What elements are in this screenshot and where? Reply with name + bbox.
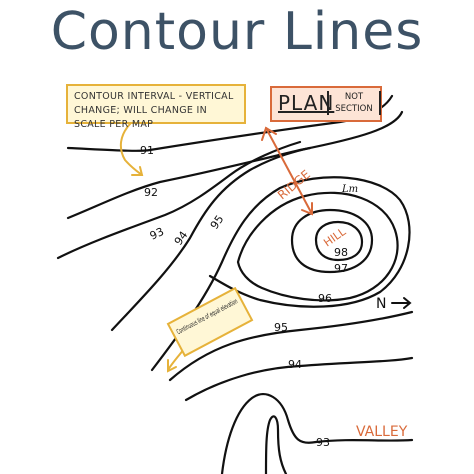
contour-line-97 [290,208,374,274]
contour-label-94-lower: 94 [288,358,302,371]
contour-line-94-lower [184,356,414,402]
not-section-label: NOT SECTION [327,91,381,115]
contour-line-95-upper [150,176,411,372]
page-title: Contour Lines [50,2,424,62]
contour-label-93-lower: 93 [316,436,330,449]
contour-label-92: 92 [144,186,158,199]
contour-label-95-lower: 95 [274,321,288,334]
contour-line-93-upper [56,140,302,260]
continuous-note-group: Continuous line of equal elevation [166,286,254,358]
north-arrow [391,297,412,309]
contour-label-96: 96 [318,292,332,305]
ridge-label: RIDGE [275,167,313,202]
contour-line-93-valley [220,393,414,474]
signature: Lm [341,184,358,195]
contour-label-93-upper: 93 [148,225,166,243]
ridge-arrow [265,127,313,215]
contour-line-92 [66,110,404,220]
plan-label: PLAN [278,91,335,115]
valley-label: VALLEY [356,424,408,440]
contour-line-98 [314,220,364,262]
contour-line-96 [236,191,399,302]
contour-label-95-upper: 95 [208,213,227,232]
contour-label-94-upper: 94 [172,229,191,248]
contour-label-98: 98 [334,246,348,259]
plan-box: PLAN NOT SECTION [270,86,382,122]
contour-label-91: 91 [140,144,154,157]
contour-label-97: 97 [334,262,348,275]
interval-arrow [119,123,143,176]
north-label: N [376,296,386,312]
contour-interval-note: Contour interval - vertical change; will… [66,84,246,130]
contour-line-valley-inner [264,415,288,474]
contour-line-95-lower [168,310,414,382]
